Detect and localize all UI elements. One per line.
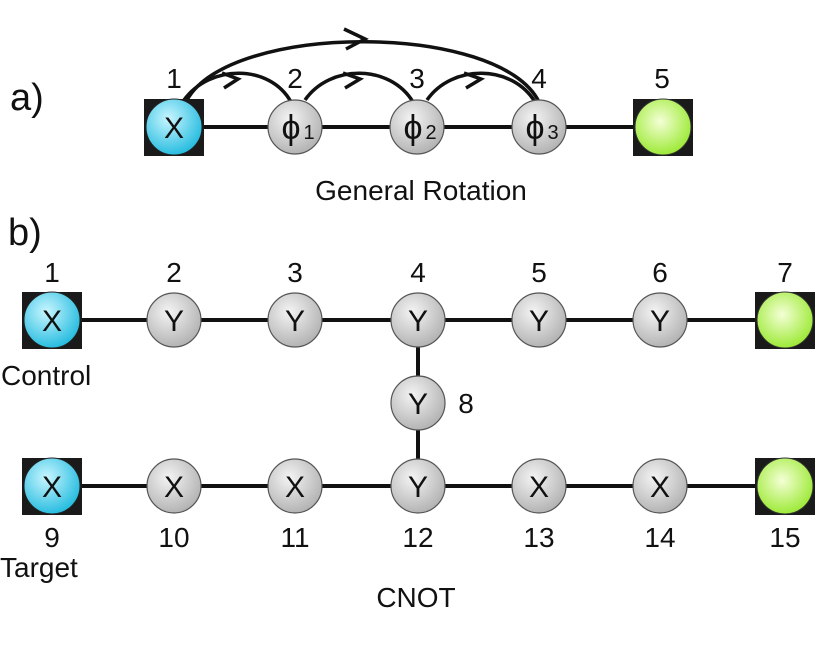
node-label: X [285,471,305,504]
node-number: 12 [402,522,433,553]
node-number: 9 [44,522,60,553]
node-subscript: 2 [425,122,436,144]
panel-a-caption: General Rotation [315,175,527,206]
control-node-5: Y 5 [511,257,567,348]
node-label: X [164,112,184,145]
node-label: ϕ [525,109,544,147]
node-label: X [164,471,184,504]
control-node-4: Y 4 [390,257,446,348]
control-node-6: Y 6 [632,257,688,348]
arrowhead-2-3 [342,71,365,90]
node-number: 14 [644,522,675,553]
node-number: 2 [287,63,303,94]
panel-a-node-5: 5 [633,63,693,156]
node-label: Y [285,305,305,338]
node-label: X [42,471,62,504]
node-number: 15 [769,522,800,553]
panel-b: b) X 1 Y 2 Y 3 Y 4 Y 5 [0,212,815,613]
node-label: Y [408,471,428,504]
node-label: Y [408,388,428,421]
node-number: 11 [280,522,309,553]
node-number: 3 [287,257,303,288]
node-label: X [650,471,670,504]
node-number: 13 [523,522,554,553]
arc-3-4 [425,71,537,103]
node-number: 10 [158,522,189,553]
panel-a-arrows [182,27,541,103]
panel-a-node-2: ϕ 1 2 [267,63,323,155]
node-label: X [529,471,549,504]
node-number: 5 [531,257,547,288]
node-subscript: 3 [547,122,558,144]
node-number: 4 [410,257,426,288]
control-node-3: Y 3 [267,257,323,348]
node-label: Y [164,305,184,338]
node-number: 7 [777,257,793,288]
node-number: 5 [654,63,670,94]
arc-1-4 [185,40,541,103]
node-label: Y [529,305,549,338]
target-label: Target [0,552,78,583]
target-node-11: X 11 [267,458,323,553]
target-node-14: X 14 [632,458,688,553]
control-node-2: Y 2 [146,257,202,348]
node-subscript: 1 [303,122,314,144]
arrowhead-1-4 [343,27,369,51]
panel-a-node-4: ϕ 3 4 [511,63,567,155]
node-number: 8 [458,388,474,419]
panel-b-caption: CNOT [376,582,455,613]
node-label: ϕ [281,109,300,147]
target-node-12: Y 12 [390,458,446,553]
arc-2-3 [303,71,415,103]
target-node-10: X 10 [146,458,202,553]
panel-a-node-1: X 1 [144,63,204,156]
panel-a-label: a) [10,77,44,119]
node-number: 1 [166,63,182,94]
node-label: Y [650,305,670,338]
panel-a-node-3: ϕ 2 3 [389,63,445,155]
target-node-15: 15 [755,457,815,553]
panel-a: a) X 1 ϕ 1 2 [10,27,693,206]
node-number: 3 [409,63,425,94]
node-label: ϕ [403,109,422,147]
node-number: 4 [531,63,547,94]
node-number: 1 [44,257,60,288]
control-node-7: 7 [755,257,815,349]
panel-b-label: b) [8,212,42,254]
node-label: X [42,305,62,338]
node-label: Y [408,305,428,338]
node-number: 2 [166,257,182,288]
arrowhead-1-2 [221,71,242,90]
middle-node-8: Y 8 [390,375,474,431]
target-node-9: X 9 [22,457,82,553]
target-node-13: X 13 [511,458,567,553]
arrowhead-3-4 [463,71,486,90]
node-number: 6 [652,257,668,288]
control-label: Control [1,360,91,391]
control-node-1: X 1 [22,257,82,349]
